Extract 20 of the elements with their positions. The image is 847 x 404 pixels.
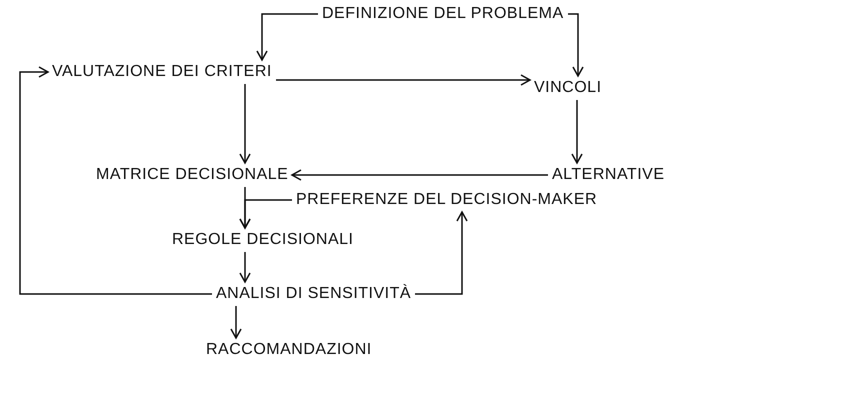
- node-label: ALTERNATIVE: [548, 163, 668, 187]
- arrow: [276, 74, 531, 86]
- arrow: [415, 211, 468, 295]
- node-label: VINCOLI: [530, 76, 606, 100]
- arrow: [256, 13, 318, 61]
- node-label: ANALISI DI SENSITIVITÀ: [212, 282, 416, 306]
- node-label: REGOLE DECISIONALI: [168, 228, 358, 252]
- arrow: [239, 252, 251, 283]
- arrow: [239, 84, 251, 164]
- arrow: [239, 187, 251, 229]
- node-label: MATRICE DECISIONALE: [92, 163, 292, 187]
- arrow: [230, 306, 242, 339]
- arrow: [19, 66, 212, 295]
- arrow: [571, 100, 583, 164]
- node-label: DEFINIZIONE DEL PROBLEMA: [318, 2, 568, 26]
- arrow: [568, 13, 584, 77]
- arrow: [291, 169, 548, 181]
- node-label: RACCOMANDAZIONI: [202, 338, 376, 362]
- node-label: VALUTAZIONE DEI CRITERI: [48, 60, 276, 84]
- node-label: PREFERENZE DEL DECISION-MAKER: [292, 188, 602, 212]
